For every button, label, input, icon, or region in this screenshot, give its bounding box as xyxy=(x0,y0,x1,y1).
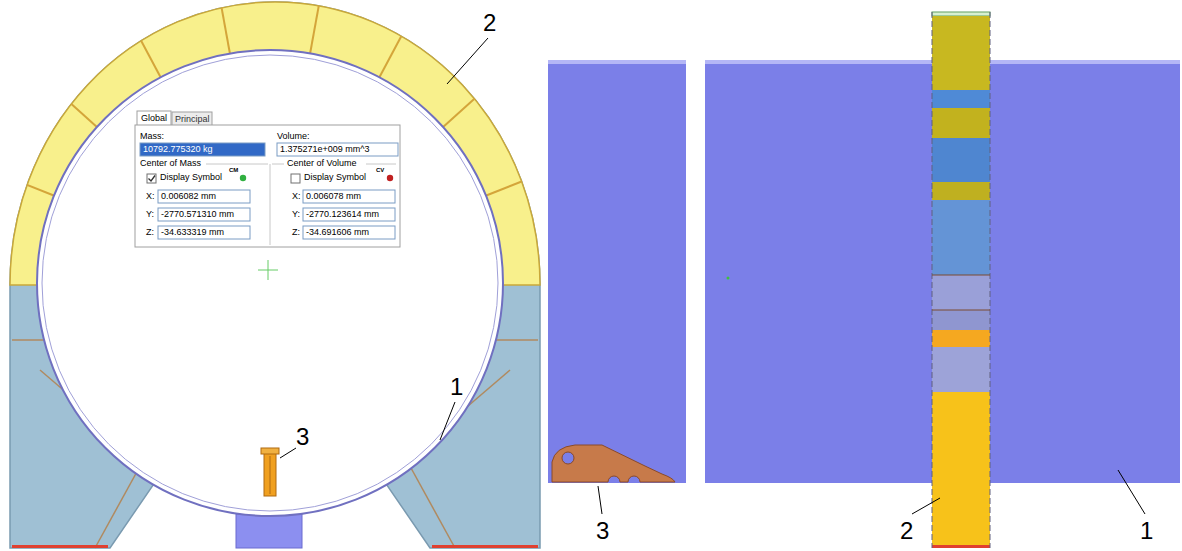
field-value: 10792.775320 kg xyxy=(143,144,213,155)
field-value: 0.006078 mm xyxy=(306,191,361,202)
symbol-tag: CV xyxy=(376,167,384,174)
base-feet xyxy=(12,545,538,548)
shell-ring-inner xyxy=(42,55,498,511)
tab-label: Global xyxy=(141,113,167,124)
axis-label: Z: xyxy=(292,227,300,238)
axis-label: X: xyxy=(146,191,155,202)
callout-number: 1 xyxy=(450,372,463,401)
callout-number: 2 xyxy=(900,516,913,545)
shell-ring xyxy=(37,50,503,516)
callout-number: 3 xyxy=(296,422,309,451)
group-heading: Center of Volume xyxy=(287,158,357,169)
axis-label: Y: xyxy=(292,209,300,220)
tab-label: Principal xyxy=(175,114,210,125)
field-label: Volume: xyxy=(277,131,310,142)
field-value: -34.633319 mm xyxy=(161,227,224,238)
callout-number: 3 xyxy=(596,516,609,545)
mass-properties-dialog xyxy=(135,111,400,247)
shell-side-left xyxy=(548,60,686,483)
bracket-part xyxy=(552,445,675,482)
field-value: -2770.123614 mm xyxy=(306,209,379,220)
bolt-part xyxy=(261,448,279,496)
field-label: Mass: xyxy=(140,131,164,142)
field-value: 0.006082 mm xyxy=(161,191,216,202)
field-value: -34.691606 mm xyxy=(306,227,369,238)
leader-lines xyxy=(280,38,1145,514)
callout-number: 1 xyxy=(1140,516,1153,545)
support-base xyxy=(10,2,540,548)
field-value: 1.375271e+009 mm^3 xyxy=(280,144,370,155)
support-band-side xyxy=(932,12,990,548)
checkbox-label: Display Symbol xyxy=(160,172,222,183)
field-value: -2770.571310 mm xyxy=(161,209,234,220)
center-of-mass-cross xyxy=(258,260,278,280)
axis-label: Y: xyxy=(146,209,154,220)
center-block xyxy=(236,514,302,548)
callout-number: 2 xyxy=(483,8,496,37)
symbol-tag: CM xyxy=(229,167,238,174)
axis-label: X: xyxy=(292,191,301,202)
checkbox-label: Display Symbol xyxy=(304,172,366,183)
axis-label: Z: xyxy=(146,227,154,238)
group-heading: Center of Mass xyxy=(140,158,201,169)
